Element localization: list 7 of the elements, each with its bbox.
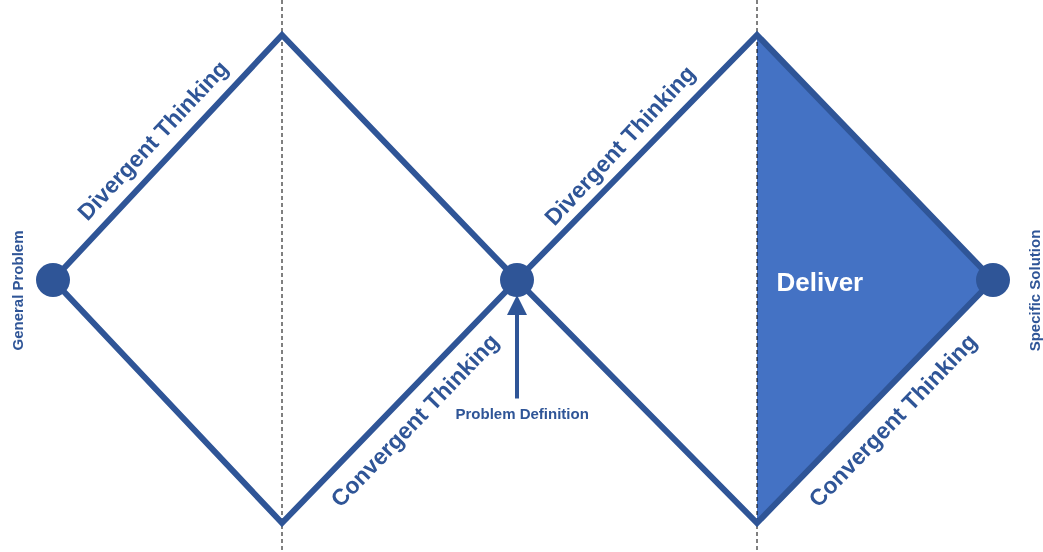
stage-label: Specific Solution bbox=[1026, 229, 1043, 351]
junction-dot bbox=[976, 263, 1010, 297]
arrow bbox=[507, 295, 527, 399]
junction-dot bbox=[36, 263, 70, 297]
phase-label: Deliver bbox=[776, 266, 864, 298]
stage-label: Problem Definition bbox=[455, 404, 589, 422]
stage-label: General Problem bbox=[8, 230, 26, 350]
